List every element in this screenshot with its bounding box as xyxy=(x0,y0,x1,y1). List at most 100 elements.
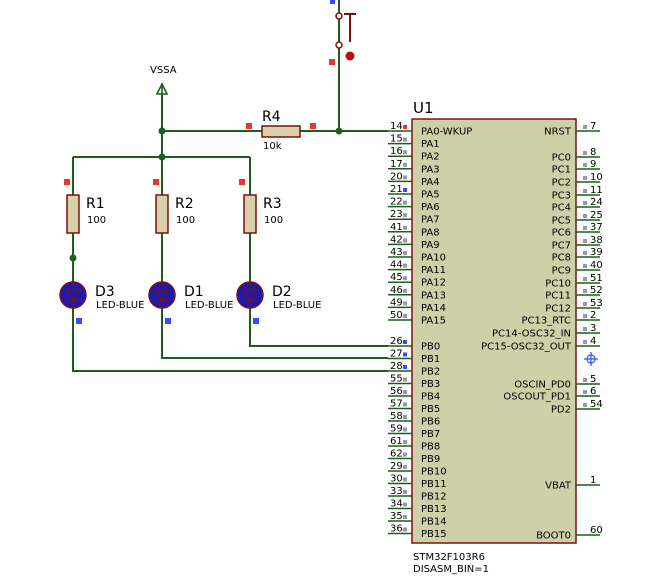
pin-marker xyxy=(583,189,587,193)
pin-name: OSCIN_PD0 xyxy=(514,380,571,391)
pin-number: 6 xyxy=(590,386,596,397)
led-d2-diode-icon xyxy=(241,282,259,308)
pin-number: 8 xyxy=(590,147,596,158)
pin-number: 43 xyxy=(390,247,403,258)
r4-ref: R4 xyxy=(262,109,281,125)
r3-value: 100 xyxy=(264,215,283,226)
r1-value: 100 xyxy=(87,215,106,226)
pin-number: 11 xyxy=(590,185,603,196)
led-d1[interactable]: D1 LED-BLUE xyxy=(148,281,233,324)
pin-marker xyxy=(403,288,407,293)
pin-number: 52 xyxy=(590,285,603,296)
pin-marker xyxy=(583,314,587,318)
led-d3[interactable]: D3 LED-BLUE xyxy=(59,281,144,324)
pin-marker xyxy=(403,263,407,268)
pin-name: PB8 xyxy=(421,442,440,453)
pushbutton[interactable] xyxy=(329,0,356,65)
pin-marker xyxy=(403,377,407,382)
pin-number: 35 xyxy=(390,511,403,522)
pin-number: 49 xyxy=(390,297,403,308)
vssa-arrow-icon xyxy=(155,82,169,95)
led-d2[interactable]: D2 LED-BLUE xyxy=(236,281,321,324)
pin-number: 4 xyxy=(590,336,596,347)
pin-marker xyxy=(403,251,407,255)
pin-marker xyxy=(583,251,587,255)
d1-value: LED-BLUE xyxy=(185,300,233,311)
pin-number: 3 xyxy=(590,323,596,334)
vssa-terminal[interactable]: VSSA xyxy=(150,65,177,95)
pin-number: 21 xyxy=(390,184,403,195)
pin-name: PA4 xyxy=(421,177,440,188)
pin-number: 1 xyxy=(590,475,596,486)
pin-number: 51 xyxy=(590,273,603,284)
pin-number: 37 xyxy=(590,222,603,233)
pin-marker xyxy=(403,465,407,469)
resistor-r4[interactable]: R4 10k xyxy=(246,109,316,152)
pin-marker xyxy=(403,200,407,205)
resistor-r1[interactable]: R1 100 xyxy=(64,179,106,234)
resistor-r3[interactable]: R3 100 xyxy=(239,179,283,234)
pin-number: 59 xyxy=(390,424,403,435)
pin-name: OSCOUT_PD1 xyxy=(503,392,571,403)
pin-marker xyxy=(403,125,407,129)
resistor-r2[interactable]: R2 100 xyxy=(153,179,195,234)
pin-name: BOOT0 xyxy=(536,531,571,542)
